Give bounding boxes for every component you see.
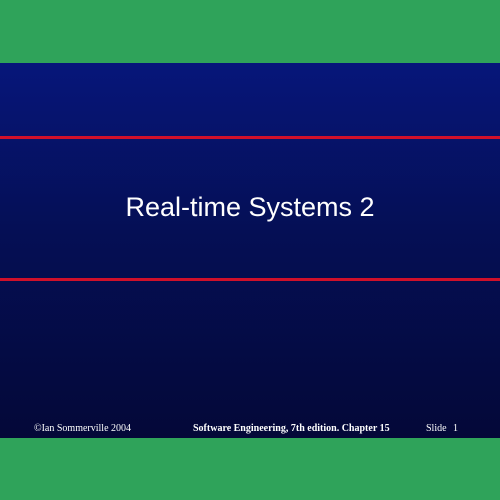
- bottom-red-rule: [0, 278, 500, 281]
- footer-book-title: Software Engineering, 7th edition. Chapt…: [193, 423, 390, 434]
- footer-slide-number: Slide 1: [426, 423, 459, 434]
- slide-footer: ©Ian Sommerville 2004 Software Engineeri…: [0, 423, 500, 437]
- top-red-rule: [0, 136, 500, 139]
- footer-copyright: ©Ian Sommerville 2004: [34, 423, 132, 434]
- slide-title: Real-time Systems 2: [125, 192, 375, 222]
- slide: Real-time Systems 2 ©Ian Sommerville 200…: [0, 63, 500, 438]
